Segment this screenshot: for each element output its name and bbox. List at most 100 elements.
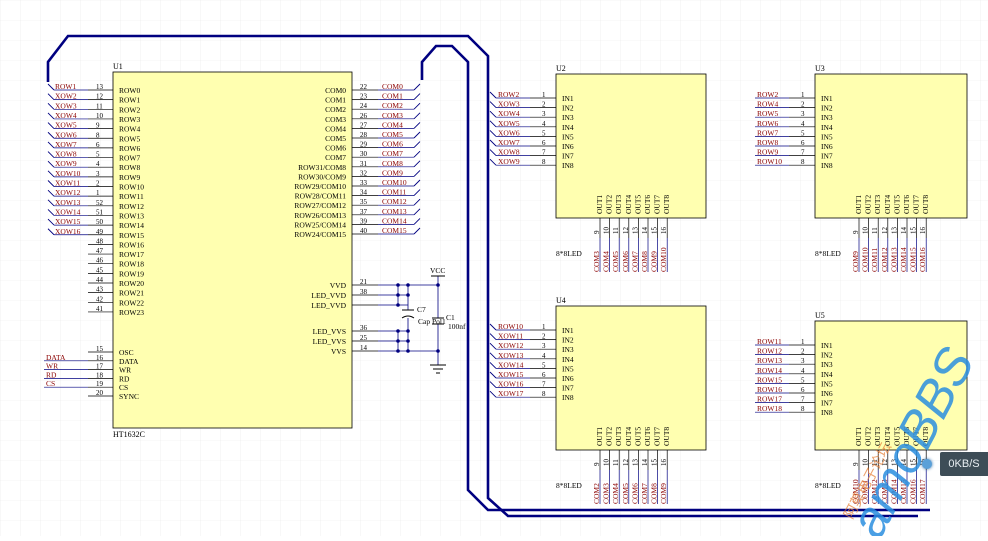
led-in-net-label: ROW10 — [757, 157, 782, 166]
led-out-pin-number: 11 — [871, 227, 879, 234]
bus-entry — [47, 122, 55, 129]
u1-pin-number: 2 — [96, 180, 100, 188]
network-status-icon — [922, 459, 932, 469]
led-in-pin-number: 7 — [542, 381, 546, 389]
led-out-pin-label: OUT3 — [614, 195, 623, 214]
c1-value: 100nf — [448, 322, 466, 331]
led-in-pin-label: IN6 — [821, 142, 833, 151]
led-module-designator: U3 — [815, 64, 825, 73]
u1-com-pin-label: COM5 — [325, 134, 346, 143]
led-out-pin-number: 15 — [910, 227, 918, 235]
led-out-net-label: COM9 — [659, 483, 668, 504]
u1-pin-number: 42 — [96, 295, 104, 303]
led-in-net-label: ROW6 — [757, 119, 778, 128]
u1-pin-number: 4 — [96, 160, 100, 168]
led-out-pin-label: OUT8 — [662, 427, 671, 446]
led-out-net-label: COM10 — [659, 247, 668, 272]
u1-power-pin-label: LED_VVS — [313, 327, 346, 336]
led-out-pin-label: OUT6 — [643, 195, 652, 214]
bus-entry — [489, 390, 497, 398]
u1-pin-number: 6 — [96, 141, 100, 149]
c1-designator: C1 — [446, 313, 455, 322]
led-in-pin-label: IN3 — [821, 360, 833, 369]
vcc-label: VCC — [430, 266, 445, 275]
bus-top — [46, 34, 918, 518]
led-out-net-label: COM8 — [650, 483, 659, 504]
u1-com-pin-label: COM0 — [325, 86, 346, 95]
u1-com-pin-number: 27 — [360, 121, 368, 129]
bus-entry — [47, 170, 55, 178]
led-out-net-label: COM3 — [602, 483, 611, 504]
u1-pin-number: 41 — [96, 305, 104, 313]
bus-entry — [489, 149, 497, 156]
led-in-pin-number: 1 — [542, 323, 546, 331]
led-out-net-label: COM12 — [880, 247, 889, 272]
led-out-pin-label: OUT8 — [921, 195, 930, 214]
led-in-pin-label: IN8 — [562, 393, 574, 402]
u1-com-pin-number: 37 — [360, 208, 368, 216]
junction-dot — [396, 283, 400, 287]
u1-net-label: XOW3 — [55, 101, 77, 110]
u1-com-net-label: COM6 — [382, 140, 403, 149]
u1-pin-number: 5 — [96, 151, 100, 159]
u1-pin-label: ROW20 — [119, 279, 144, 288]
junction-dot — [396, 349, 400, 353]
led-out-pin-label: OUT4 — [883, 427, 892, 446]
bus-entry — [413, 93, 421, 100]
led-in-pin-number: 7 — [542, 149, 546, 157]
u1-com-net-label: COM13 — [382, 207, 407, 216]
u1-power-pin-label: VVD — [330, 281, 347, 290]
led-in-net-label: ROW15 — [757, 375, 782, 384]
c7-designator: C7 — [417, 305, 426, 314]
led-out-pin-label: OUT2 — [605, 427, 614, 446]
led-in-pin-number: 4 — [801, 367, 805, 375]
led-out-net-label: COM16 — [909, 479, 918, 504]
led-in-pin-number: 7 — [801, 396, 805, 404]
u1-pin-number: 10 — [96, 112, 104, 120]
led-in-pin-number: 8 — [542, 390, 546, 398]
u1-pin-number: 43 — [96, 286, 104, 294]
led-out-pin-number: 15 — [651, 227, 659, 235]
bus-entry — [489, 139, 497, 147]
network-speed-badge[interactable]: 0KB/S — [940, 452, 988, 476]
led-in-pin-label: IN1 — [821, 341, 833, 350]
led-out-pin-number: 16 — [660, 459, 668, 467]
led-out-pin-label: OUT3 — [873, 195, 882, 214]
junction-dot — [406, 329, 410, 333]
bus-entry — [413, 112, 421, 120]
led-in-pin-label: IN2 — [821, 104, 833, 113]
u1-pin-number: 50 — [96, 218, 104, 226]
led-in-pin-number: 5 — [542, 361, 546, 369]
led-out-net-label: COM16 — [918, 247, 927, 272]
bus-entry — [47, 131, 55, 139]
u1-com-pin-number: 28 — [360, 131, 368, 139]
bus-entry — [47, 151, 55, 158]
led-out-pin-number: 9 — [852, 230, 860, 234]
led-in-pin-number: 1 — [542, 91, 546, 99]
u1-com-pin-number: 33 — [360, 179, 368, 187]
u1-ctrl-pin-label: OSC — [119, 348, 134, 357]
led-out-net-label: COM10 — [851, 479, 860, 504]
led-out-net-label: COM3 — [592, 251, 601, 272]
u1-pin-number: 11 — [96, 102, 103, 110]
bus-entry — [489, 362, 497, 369]
u1-pin-label: ROW15 — [119, 231, 144, 240]
led-in-net-label: ROW12 — [757, 347, 782, 356]
junction-dot — [436, 349, 440, 353]
u1-pin-number: 52 — [96, 199, 104, 207]
u1-pin-label: ROW17 — [119, 250, 144, 259]
led-in-pin-label: IN5 — [821, 379, 833, 388]
u1-com-pin-label: ROW30/COM9 — [298, 172, 346, 181]
led-out-pin-number: 11 — [612, 459, 620, 466]
bus-entry — [413, 83, 421, 91]
led-in-net-label: ROW8 — [757, 138, 778, 147]
u1-net-label: XOW11 — [55, 179, 80, 188]
u1-com-net-label: COM3 — [382, 111, 403, 120]
